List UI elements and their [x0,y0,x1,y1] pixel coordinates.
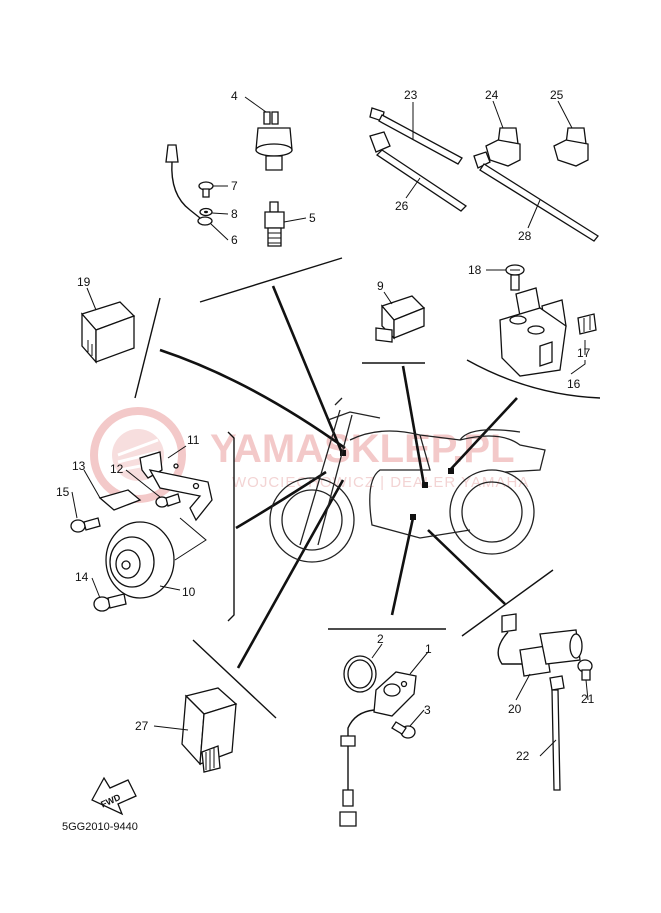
part-13-plate [98,489,142,511]
part-17-fuse [577,313,597,335]
seat [459,429,521,441]
harness-to-sensor-4 [271,285,344,454]
harness-to-flasher-9 [401,365,426,486]
callout-10: 10 [182,585,196,599]
callout-3: 3 [424,703,431,717]
rear-wheel [449,469,535,555]
section-brackets [134,257,601,719]
harness-to-ecu-27 [236,479,345,669]
callout-21: 21 [581,692,595,706]
part-24-holder [485,127,521,167]
callout-5: 5 [309,211,316,225]
callout-22: 22 [516,749,530,763]
callout-19: 19 [77,275,91,289]
part-25-holder [553,127,589,167]
callout-18: 18 [468,263,482,277]
callout-6: 6 [231,233,238,247]
bracket-20 [461,569,554,637]
part-15-bolt [70,517,101,533]
part-3-screw [391,721,416,739]
part-2-o-ring [343,655,377,693]
motorcycle-outline [269,397,546,563]
part-10-horn [105,517,207,599]
harness-to-horn [235,470,327,530]
callout-4: 4 [231,89,238,103]
part-8-washer [199,207,213,217]
fwd-arrow-icon: FWD [91,776,137,816]
part-22-band [549,675,565,791]
part-20-switch [497,613,583,677]
diagram-part-code: 5GG2010-9440 [62,821,138,833]
front-wheel [269,477,355,563]
harness-to-relay-16 [449,397,518,471]
callout-20: 20 [508,702,522,716]
part-16-relay-assembly [499,287,567,377]
callout-25: 25 [550,88,564,102]
harness-to-relay-19 [159,348,346,450]
watermark: YAMASKLEP.PL WOJCIECHOWICZ | DEALER YAMA… [90,407,528,503]
part-7-screw [198,181,214,198]
callout-11: 11 [187,433,200,447]
bracket-horn [227,431,235,622]
part-11-bracket [139,451,213,522]
bracket-left-19 [134,297,161,399]
connector-point [340,450,346,456]
part-4-thermo-switch [255,111,293,171]
front-wheel-inner [281,489,343,551]
callout-1: 1 [425,642,432,656]
callout-8: 8 [231,207,238,221]
rear-wheel-inner [461,481,523,543]
handlebar [327,397,381,421]
wiring-harness [159,285,518,669]
callout-27: 27 [135,719,149,733]
leader-lines [71,96,589,757]
part-9-flasher-relay [375,295,426,343]
part-14-bolt [93,593,127,612]
part-5-sender-unit [264,201,285,247]
harness-to-switch-20 [427,529,506,605]
callout-2: 2 [377,632,384,646]
callout-24: 24 [485,88,499,102]
part-28-band [473,151,599,242]
part-19-relay [80,301,136,364]
connector-point [448,468,454,474]
callout-26: 26 [395,199,409,213]
connector-point [410,514,416,520]
bracket-16 [466,359,601,399]
part-26-band [369,131,468,212]
bracket-27 [192,639,277,719]
watermark-name: YAMASKLEP.PL [210,427,515,471]
callout-9: 9 [377,279,384,293]
part-23-band [369,107,463,165]
part-12-bolt [155,493,181,508]
callout-12: 12 [110,462,124,476]
bracket-top-left [199,257,343,303]
part-18-screw [505,264,525,291]
callout-7: 7 [231,179,238,193]
callout-labels: 4 5 7 8 6 23 24 25 26 28 19 9 18 17 16 1… [56,88,595,763]
callout-16: 16 [567,377,581,391]
callout-17: 17 [577,346,591,360]
part-6-lead-wire [165,144,213,226]
front-fork [299,409,353,546]
connector-point [422,482,428,488]
part-1-speed-sensor [339,671,417,827]
callout-28: 28 [518,229,532,243]
callout-23: 23 [404,88,418,102]
callout-15: 15 [56,485,70,499]
harness-to-sensor-1 [390,517,415,616]
callout-14: 14 [75,570,89,584]
part-21-screw [577,659,593,681]
part-27-ecu [181,687,238,773]
callout-13: 13 [72,459,86,473]
